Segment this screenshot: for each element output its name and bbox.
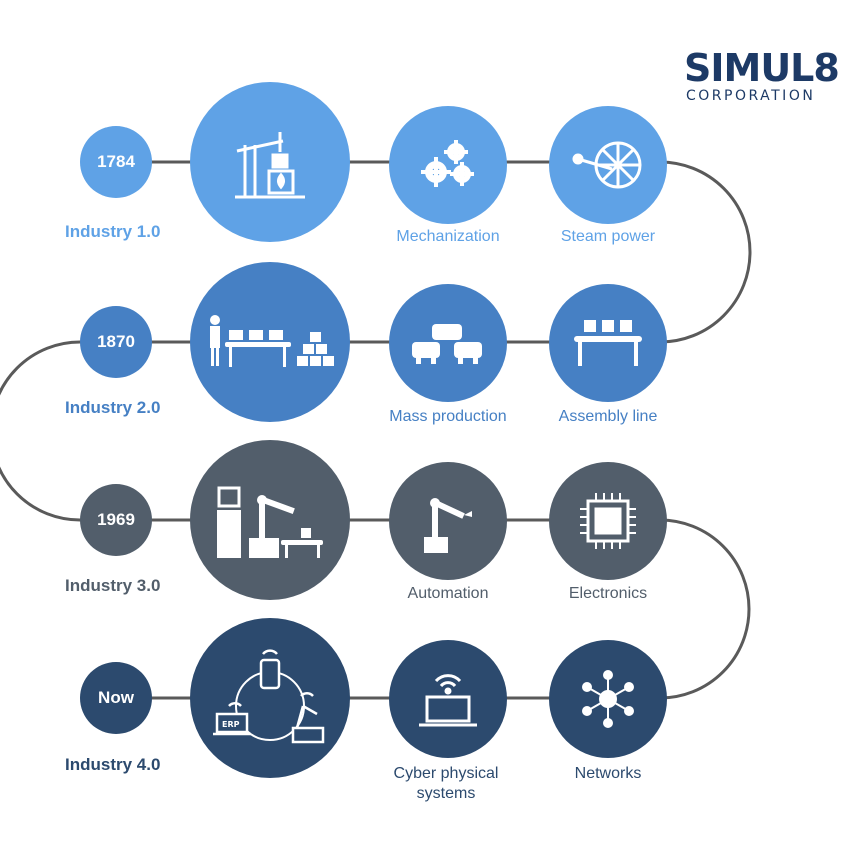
stage-label-industry-3: Industry 3.0 <box>65 576 160 596</box>
stage-label-industry-1: Industry 1.0 <box>65 222 160 242</box>
item-label-mass-production: Mass production <box>389 407 506 427</box>
stage-label-industry-4: Industry 4.0 <box>65 755 160 775</box>
item-label-mechanization: Mechanization <box>396 227 499 247</box>
year-label: 1784 <box>97 152 135 172</box>
item-label-automation: Automation <box>408 584 489 604</box>
logo-subtitle: CORPORATION <box>686 88 834 104</box>
cars-icon <box>389 284 507 402</box>
network-icon <box>549 640 667 758</box>
chip-icon <box>549 462 667 580</box>
item-label-cyber-physical-systems: Cyber physical systems <box>394 764 499 804</box>
steam-wheel-icon <box>549 106 667 224</box>
year-label: Now <box>98 688 134 708</box>
robot-arm-icon <box>389 462 507 580</box>
year-circle-1870: 1870 <box>80 306 152 378</box>
year-circle-1784: 1784 <box>80 126 152 198</box>
year-label: 1870 <box>97 332 135 352</box>
year-circle-now: Now <box>80 662 152 734</box>
item-label-line-2: systems <box>394 784 499 804</box>
item-label-line-1: Cyber physical <box>394 764 499 784</box>
item-label-steam-power: Steam power <box>561 227 655 247</box>
item-label-networks: Networks <box>575 764 642 784</box>
connected-factory-icon: ERP <box>190 618 350 778</box>
stage-label-industry-2: Industry 2.0 <box>65 398 160 418</box>
year-label: 1969 <box>97 510 135 530</box>
worker-conveyor-icon <box>190 262 350 422</box>
year-circle-1969: 1969 <box>80 484 152 556</box>
wireless-laptop-icon <box>389 640 507 758</box>
item-label-assembly-line: Assembly line <box>559 407 658 427</box>
erp-text: ERP <box>222 720 240 729</box>
robot-arm-computer-icon <box>190 440 350 600</box>
item-label-electronics: Electronics <box>569 584 647 604</box>
conveyor-belt-icon <box>549 284 667 402</box>
logo-name: SIMUL8 <box>684 48 834 88</box>
gears-icon <box>389 106 507 224</box>
oil-pump-icon <box>190 82 350 242</box>
simul8-logo: SIMUL8 CORPORATION <box>684 48 834 104</box>
